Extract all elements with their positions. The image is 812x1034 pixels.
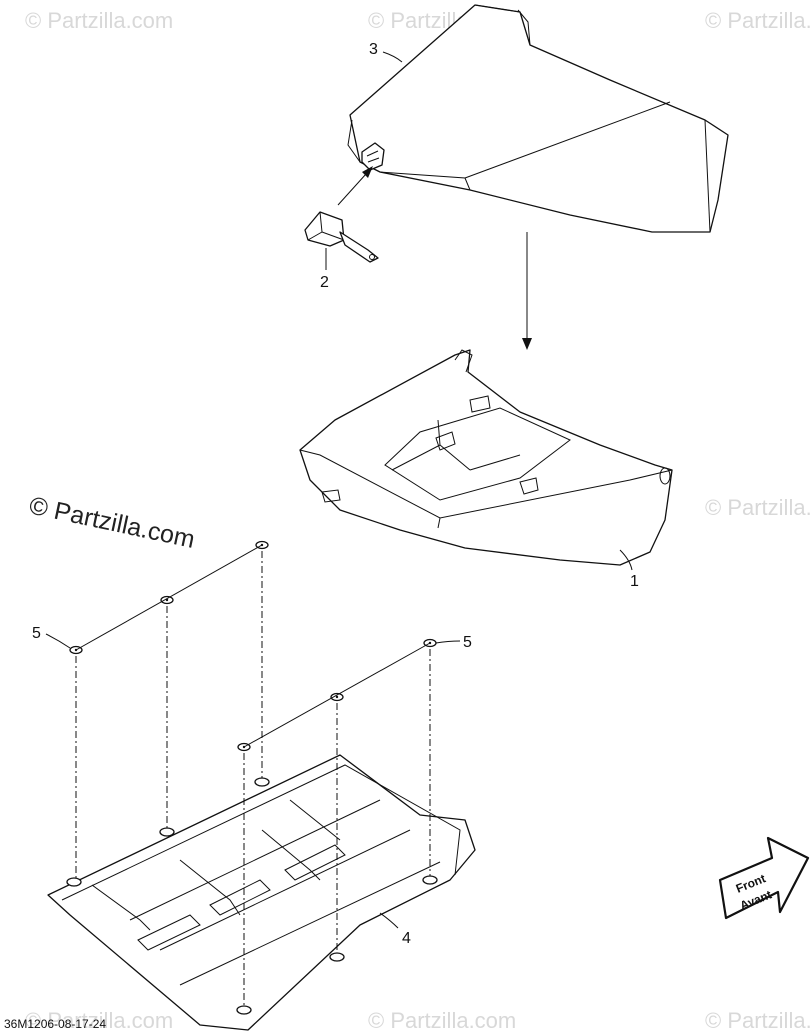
watermark-bottom-left: © Partzilla.com: [25, 1008, 173, 1033]
front-arrow-icon: Front Avant: [718, 836, 810, 920]
watermark-mid-right: © Partzilla.com: [705, 495, 812, 520]
part-3-windshield: [347, 4, 729, 233]
callout-1: 1: [630, 573, 639, 590]
assembly-lines: [75, 166, 532, 1006]
callout-leaders: [45, 51, 633, 929]
part-2-bracket: [304, 211, 379, 263]
part-1-cowl: [299, 349, 673, 566]
watermark-top-right: © Partzilla.com: [705, 8, 812, 33]
fastener-2: [160, 595, 174, 605]
part-4-skid-plate: [47, 754, 476, 1031]
callout-2: 2: [320, 274, 329, 291]
callout-3: 3: [369, 41, 378, 58]
watermark-bottom-center: © Partzilla.com: [368, 1008, 516, 1033]
watermark-top-left: © Partzilla.com: [25, 8, 173, 33]
watermark-bottom-right: © Partzilla.com: [705, 1008, 812, 1033]
callout-5-left: 5: [32, 625, 41, 642]
diagram-code: 36M1206-08-17-24: [4, 1017, 106, 1031]
callout-labels: 3 2 1 4 5 5: [32, 41, 639, 947]
partzilla-watermark: © Partzilla.com: [27, 491, 198, 553]
callout-4: 4: [402, 930, 411, 947]
fastener-5: [330, 692, 344, 702]
callout-5-right: 5: [463, 634, 472, 651]
